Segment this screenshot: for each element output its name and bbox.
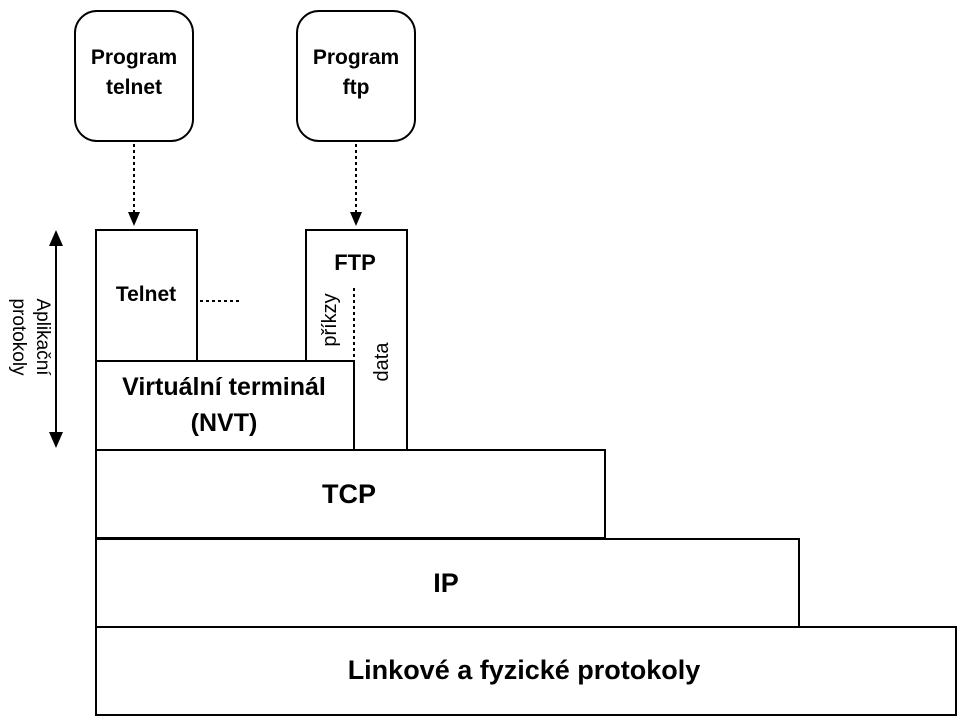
ip-block: IP xyxy=(95,538,800,628)
side-label-line2: protokoly xyxy=(8,298,29,376)
arrow-telnet xyxy=(128,144,140,226)
tcp-block: TCP xyxy=(95,449,606,539)
nvt-label-line1: Virtuální terminál xyxy=(122,373,326,401)
side-label-line1: Aplikační xyxy=(32,298,53,376)
program-ftp-node: Program ftp xyxy=(296,10,416,142)
ftp-label: FTP xyxy=(334,250,376,275)
program-telnet-line1: Program xyxy=(91,46,177,69)
program-ftp-line2: ftp xyxy=(343,76,370,99)
ip-label: IP xyxy=(433,568,459,598)
nvt-label-line2: (NVT) xyxy=(191,409,258,437)
program-telnet-line2: telnet xyxy=(106,76,162,99)
data-label: data xyxy=(371,342,393,382)
side-label: Aplikační protokoly xyxy=(8,298,53,376)
prikazy-label: příkzy xyxy=(319,293,341,346)
telnet-block: Telnet xyxy=(95,229,198,362)
link-physical-block: Linkové a fyzické protokoly xyxy=(95,626,957,716)
arrow-ftp xyxy=(350,144,362,226)
application-layer-arrow xyxy=(49,230,63,448)
program-ftp-line1: Program xyxy=(313,46,399,69)
program-telnet-node: Program telnet xyxy=(74,10,194,142)
telnet-label: Telnet xyxy=(116,283,176,306)
nvt-block: Virtuální terminál (NVT) xyxy=(95,360,355,451)
tcp-label: TCP xyxy=(322,479,376,509)
link-physical-label: Linkové a fyzické protokoly xyxy=(348,655,701,685)
